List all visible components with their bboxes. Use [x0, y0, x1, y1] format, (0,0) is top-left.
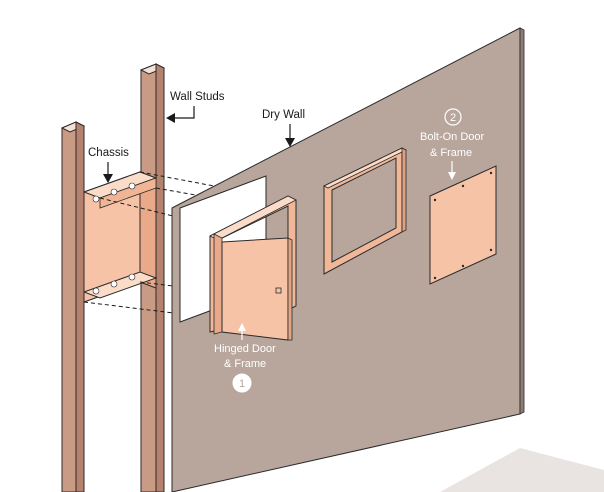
- label-wall-studs: Wall Studs: [170, 91, 225, 103]
- label-hinged-line1: Hinged Door: [214, 343, 276, 355]
- wall-stud-left: [60, 121, 86, 492]
- hinged-door-frame: [209, 195, 297, 335]
- arrow-head-wall-studs: [166, 113, 175, 123]
- badge-2: [444, 108, 462, 126]
- label-bolt-on-line1: Bolt-On Door: [420, 131, 485, 143]
- arrow-wall-studs: [174, 106, 195, 119]
- hinged-door-panel: [221, 237, 293, 341]
- wall-frame: [323, 147, 407, 275]
- arrow-head-chassis: [103, 174, 113, 183]
- badge-1-number: 1: [239, 378, 245, 390]
- label-chassis: Chassis: [88, 147, 129, 159]
- label-hinged-line2: & Frame: [224, 358, 266, 370]
- arrow-head-hinged: [238, 323, 246, 331]
- chassis: [82, 171, 158, 303]
- label-bolt-on-line2: & Frame: [430, 147, 472, 159]
- door-latch-icon: [275, 287, 282, 294]
- projection-lines: [83, 171, 291, 319]
- bolt-on-door: [429, 165, 497, 285]
- badge-1: [232, 373, 252, 393]
- label-dry-wall: Dry Wall: [262, 109, 305, 121]
- badge-2-number: 2: [450, 112, 456, 124]
- floor-shadow: [440, 448, 604, 492]
- arrow-head-dry-wall: [285, 138, 295, 147]
- arrow-head-bolt-on: [448, 172, 456, 180]
